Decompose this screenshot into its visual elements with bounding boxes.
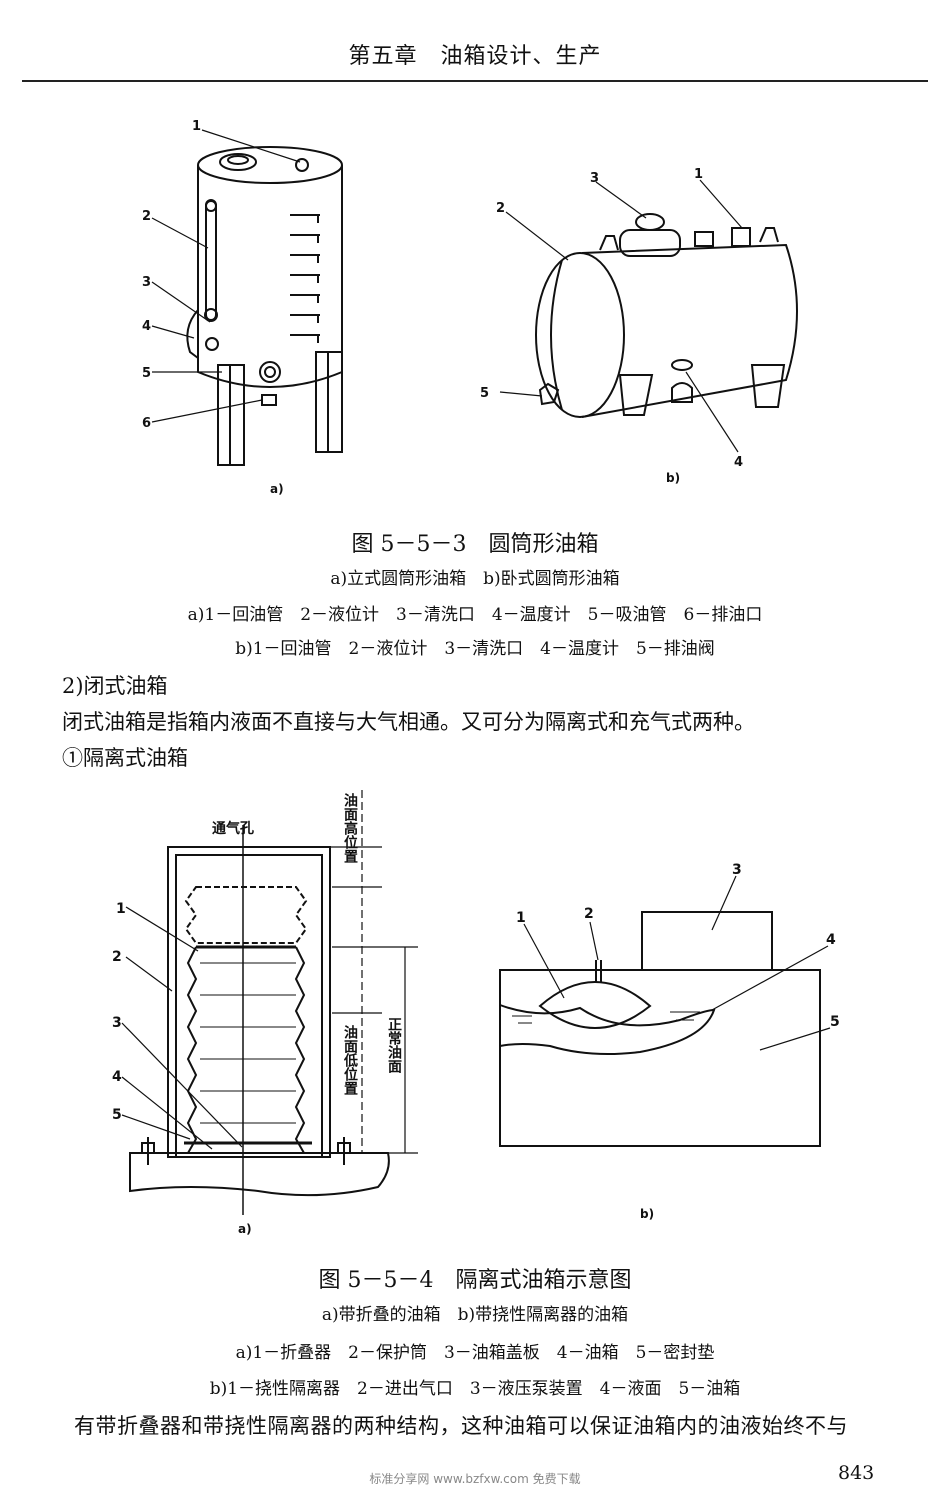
callout-1: 1 [516, 910, 526, 926]
figure-5-5-3-legend-b: b)1－回油管 2－液位计 3－清洗口 4－温度计 5－排油阀 [235, 639, 715, 659]
dim-normal-level: 正常油面 [386, 1017, 402, 1073]
callout-2: 2 [584, 906, 594, 922]
callout-6: 6 [142, 416, 151, 431]
callout-3: 3 [142, 275, 151, 290]
dim-low-level: 油面低位置 [342, 1025, 358, 1095]
figure-5-5-4-legend-a: a)1－折叠器 2－保护筒 3－油箱盖板 4－油箱 5－密封垫 [235, 1343, 715, 1363]
panel-label-b: b) [640, 1207, 654, 1221]
callout-1: 1 [192, 119, 201, 134]
callout-2: 2 [496, 201, 505, 216]
figure-5-5-4-subtitle: a)带折叠的油箱 b)带挠性隔离器的油箱 [321, 1305, 629, 1325]
callout-5: 5 [830, 1014, 840, 1030]
closing-paragraph: 有带折叠器和带挠性隔离器的两种结构，这种油箱可以保证油箱内的油液始终不与 [74, 1414, 848, 1438]
dim-high-level: 油面高位置 [342, 793, 358, 863]
figure-5-5-3a: 1 2 3 4 5 6 a) [130, 110, 390, 500]
figure-5-5-4b: 1 2 3 4 5 b) [490, 860, 850, 1230]
callout-2: 2 [112, 949, 122, 965]
figure-5-5-3-legend-a: a)1－回油管 2－液位计 3－清洗口 4－温度计 5－吸油管 6－排油口 [187, 605, 763, 625]
header-rule [22, 80, 928, 82]
page-number: 843 [838, 1462, 875, 1484]
callout-5: 5 [142, 366, 151, 381]
bellows-tank-drawing: 通气孔 1 2 3 4 5 a) [112, 790, 418, 1236]
callout-5: 5 [112, 1107, 122, 1123]
figure-5-5-3b: 1 3 2 5 4 b) [470, 160, 830, 490]
callout-4: 4 [734, 455, 743, 470]
section-subheading: ①隔离式油箱 [62, 746, 188, 770]
callout-4: 4 [112, 1069, 122, 1085]
footer-site: 标准分享网 www.bzfxw.com 免费下载 [369, 1472, 581, 1486]
callout-3: 3 [732, 862, 742, 878]
section-heading: 2)闭式油箱 [62, 674, 168, 698]
vent-label: 通气孔 [212, 820, 254, 837]
callout-3: 3 [112, 1015, 122, 1031]
panel-label-a: a) [270, 482, 284, 496]
callout-3: 3 [590, 171, 599, 186]
callout-2: 2 [142, 209, 151, 224]
figure-5-5-3-title: 图 5－5－3 圆筒形油箱 [351, 532, 599, 557]
panel-label-b: b) [666, 471, 680, 485]
horizontal-tank-drawing: 1 3 2 5 4 b) [480, 167, 798, 485]
callout-4: 4 [826, 932, 836, 948]
running-header: 第五章 油箱设计、生产 [348, 44, 602, 69]
callout-1: 1 [694, 167, 703, 182]
callout-1: 1 [116, 901, 126, 917]
figure-5-5-4a: 通气孔 1 2 3 4 5 a) 油面高位置 油面低位置 正常油面 [100, 785, 430, 1245]
section-text: 闭式油箱是指箱内液面不直接与大气相通。又可分为隔离式和充气式两种。 [62, 710, 755, 734]
vertical-tank-drawing: 1 2 3 4 5 6 a) [142, 119, 343, 496]
callout-5: 5 [480, 386, 489, 401]
figure-5-5-3-subtitle: a)立式圆筒形油箱 b)卧式圆筒形油箱 [330, 569, 620, 589]
figure-5-5-4-title: 图 5－5－4 隔离式油箱示意图 [318, 1268, 632, 1293]
figure-5-5-4-legend-b: b)1－挠性隔离器 2－进出气口 3－液压泵装置 4－液面 5－油箱 [209, 1379, 741, 1399]
flexible-separator-drawing: 1 2 3 4 5 b) [499, 862, 840, 1221]
panel-label-a: a) [238, 1222, 252, 1236]
callout-4: 4 [142, 319, 151, 334]
